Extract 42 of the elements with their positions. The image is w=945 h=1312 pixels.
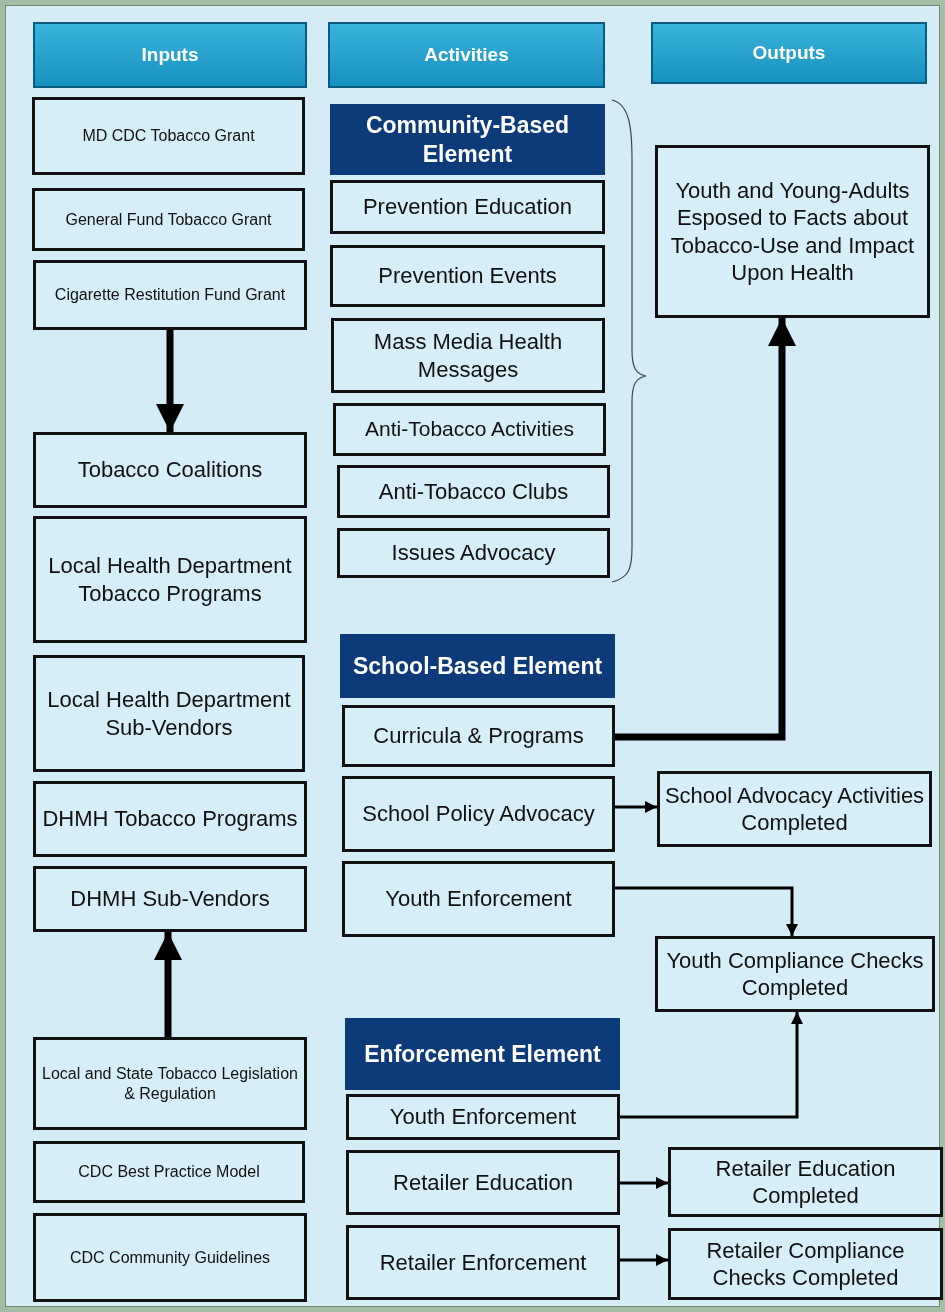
process-box: Retailer Education Completed — [668, 1147, 943, 1217]
process-box: Anti-Tobacco Activities — [333, 403, 606, 456]
process-box: Youth and Young-Adults Esposed to Facts about Tobacco-Use and Impact Upon Health — [655, 145, 930, 318]
arrow — [156, 330, 184, 432]
process-box: Local Health Department Sub-Vendors — [33, 655, 305, 772]
arrow — [620, 1177, 668, 1189]
process-box: Youth Enforcement — [342, 861, 615, 937]
process-box: Mass Media Health Messages — [331, 318, 605, 393]
process-box: Tobacco Coalitions — [33, 432, 307, 508]
process-box: Local Health Department Tobacco Programs — [33, 516, 307, 643]
process-box: Retailer Education — [346, 1150, 620, 1215]
input-box: CDC Community Guidelines — [33, 1213, 307, 1302]
process-box: DHMH Tobacco Programs — [33, 781, 307, 857]
process-box: Youth Compliance Checks Completed — [655, 936, 935, 1012]
process-box: Prevention Education — [330, 180, 605, 234]
input-box: General Fund Tobacco Grant — [32, 188, 305, 251]
process-box: Youth Enforcement — [346, 1094, 620, 1140]
arrow — [615, 801, 657, 813]
element-heading: School-Based Element — [340, 634, 615, 698]
process-box: Anti-Tobacco Clubs — [337, 465, 610, 518]
process-box: School Advocacy Activities Completed — [657, 771, 932, 847]
process-box: Retailer Enforcement — [346, 1225, 620, 1300]
input-box: Local and State Tobacco Legislation & Regulation — [33, 1037, 307, 1130]
arrow — [615, 886, 798, 936]
column-header: Inputs — [33, 22, 307, 88]
input-box: Cigarette Restitution Fund Grant — [33, 260, 307, 330]
arrow — [620, 1254, 668, 1266]
process-box: Retailer Compliance Checks Completed — [668, 1228, 943, 1300]
process-box: Prevention Events — [330, 245, 605, 307]
arrow — [154, 932, 182, 1037]
process-box: DHMH Sub-Vendors — [33, 866, 307, 932]
process-box: School Policy Advocacy — [342, 776, 615, 852]
column-header: Outputs — [651, 22, 927, 84]
process-box: Issues Advocacy — [337, 528, 610, 578]
process-box: Curricula & Programs — [342, 705, 615, 767]
input-box: CDC Best Practice Model — [33, 1141, 305, 1203]
arrow — [620, 1012, 803, 1119]
input-box: MD CDC Tobacco Grant — [32, 97, 305, 175]
element-heading: Enforcement Element — [345, 1018, 620, 1090]
arrow — [615, 318, 796, 741]
column-header: Activities — [328, 22, 605, 88]
element-heading: Community-Based Element — [330, 104, 605, 175]
